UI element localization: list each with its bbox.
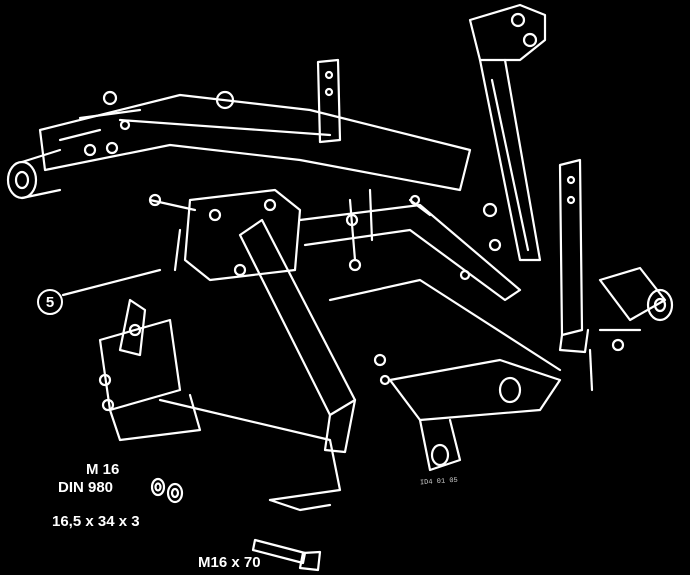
- nut-standard-label: DIN 980: [58, 479, 114, 496]
- cross-members: [298, 188, 562, 372]
- callout-number: 5: [45, 293, 55, 311]
- lower-frame: [98, 298, 342, 512]
- diagonal-link-arm: [238, 218, 357, 454]
- nut-size-label: M 16: [86, 461, 120, 478]
- washer: [150, 477, 166, 497]
- washer-size-label: 16,5 x 34 x 3: [52, 513, 140, 530]
- left-roller: [6, 148, 62, 200]
- callout-5: 5: [37, 289, 63, 315]
- mounting-bracket-plate: [148, 188, 302, 282]
- right-vertical-post: [558, 158, 594, 392]
- upper-lift-arm: [468, 3, 547, 262]
- bolt-m16x70: [251, 538, 322, 572]
- nut: [166, 482, 184, 504]
- lower-right-coupling: [373, 353, 562, 472]
- callout-5-leader: [61, 268, 162, 297]
- right-roller: [598, 266, 674, 352]
- center-vertical-post: [316, 58, 342, 144]
- main-frame-plate: [38, 90, 472, 192]
- bolt-size-label: M16 x 70: [198, 554, 261, 571]
